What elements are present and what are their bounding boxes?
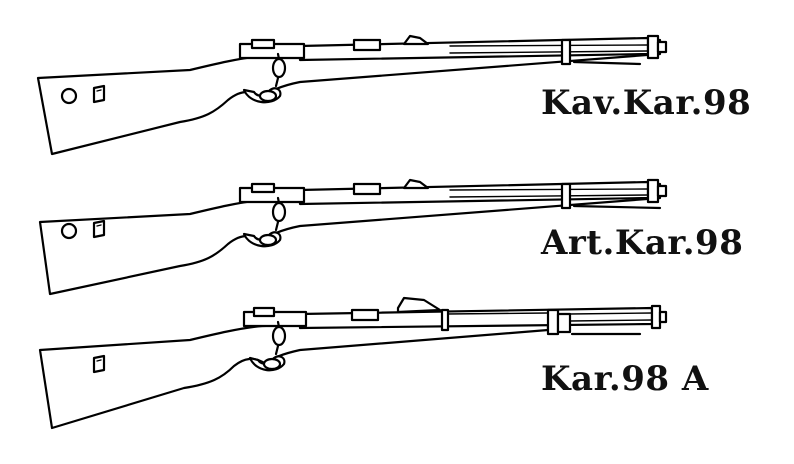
muzzle [572, 34, 668, 66]
rear-sight [350, 296, 442, 322]
rifle-label-kar-98a: Kar.98 A [541, 359, 709, 399]
muzzle [570, 304, 668, 336]
receiver [238, 38, 306, 60]
barrel-band [560, 182, 572, 210]
trigger-guard [242, 231, 282, 248]
rifle-label-kav-kar-98: Kav.Kar.98 [541, 83, 752, 123]
receiver [238, 182, 306, 204]
trigger-guard [242, 87, 282, 104]
bolt-handle [271, 52, 287, 88]
nose-cap [546, 308, 572, 336]
stock [38, 316, 550, 430]
rear-sight [352, 178, 430, 196]
receiver [242, 306, 308, 328]
muzzle [572, 178, 668, 210]
bolt-handle [271, 196, 287, 232]
barrel-band [440, 308, 450, 332]
barrel-band [560, 38, 572, 66]
sling-swivel-plate [92, 354, 106, 374]
trigger-guard [248, 355, 286, 372]
rifle-label-art-kar-98: Art.Kar.98 [541, 223, 744, 263]
rear-sight [352, 34, 430, 52]
sling-swivel-plate [60, 84, 106, 105]
sling-swivel-plate [60, 219, 106, 240]
bolt-handle [271, 320, 287, 356]
